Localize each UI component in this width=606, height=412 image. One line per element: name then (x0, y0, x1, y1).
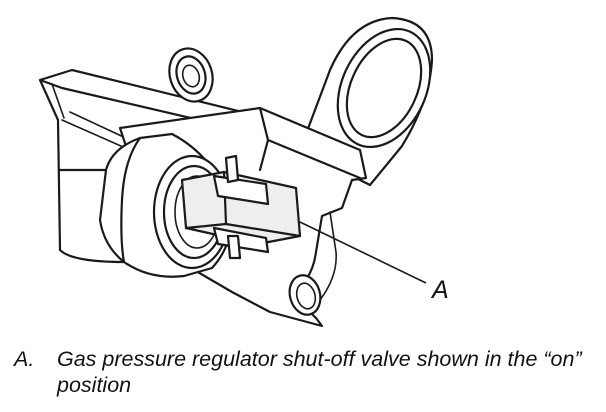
caption-text: Gas pressure regulator shut-off valve sh… (57, 347, 582, 397)
callout-letter-a: A (430, 276, 449, 304)
regulator-valve-illustration: A (38, 16, 449, 328)
figure-caption: A. Gas pressure regulator shut-off valve… (14, 346, 599, 398)
caption-letter: A. (14, 347, 35, 371)
ring-fitting (168, 47, 214, 103)
callout-leader-line (299, 221, 427, 284)
shutoff-valve (152, 154, 302, 270)
